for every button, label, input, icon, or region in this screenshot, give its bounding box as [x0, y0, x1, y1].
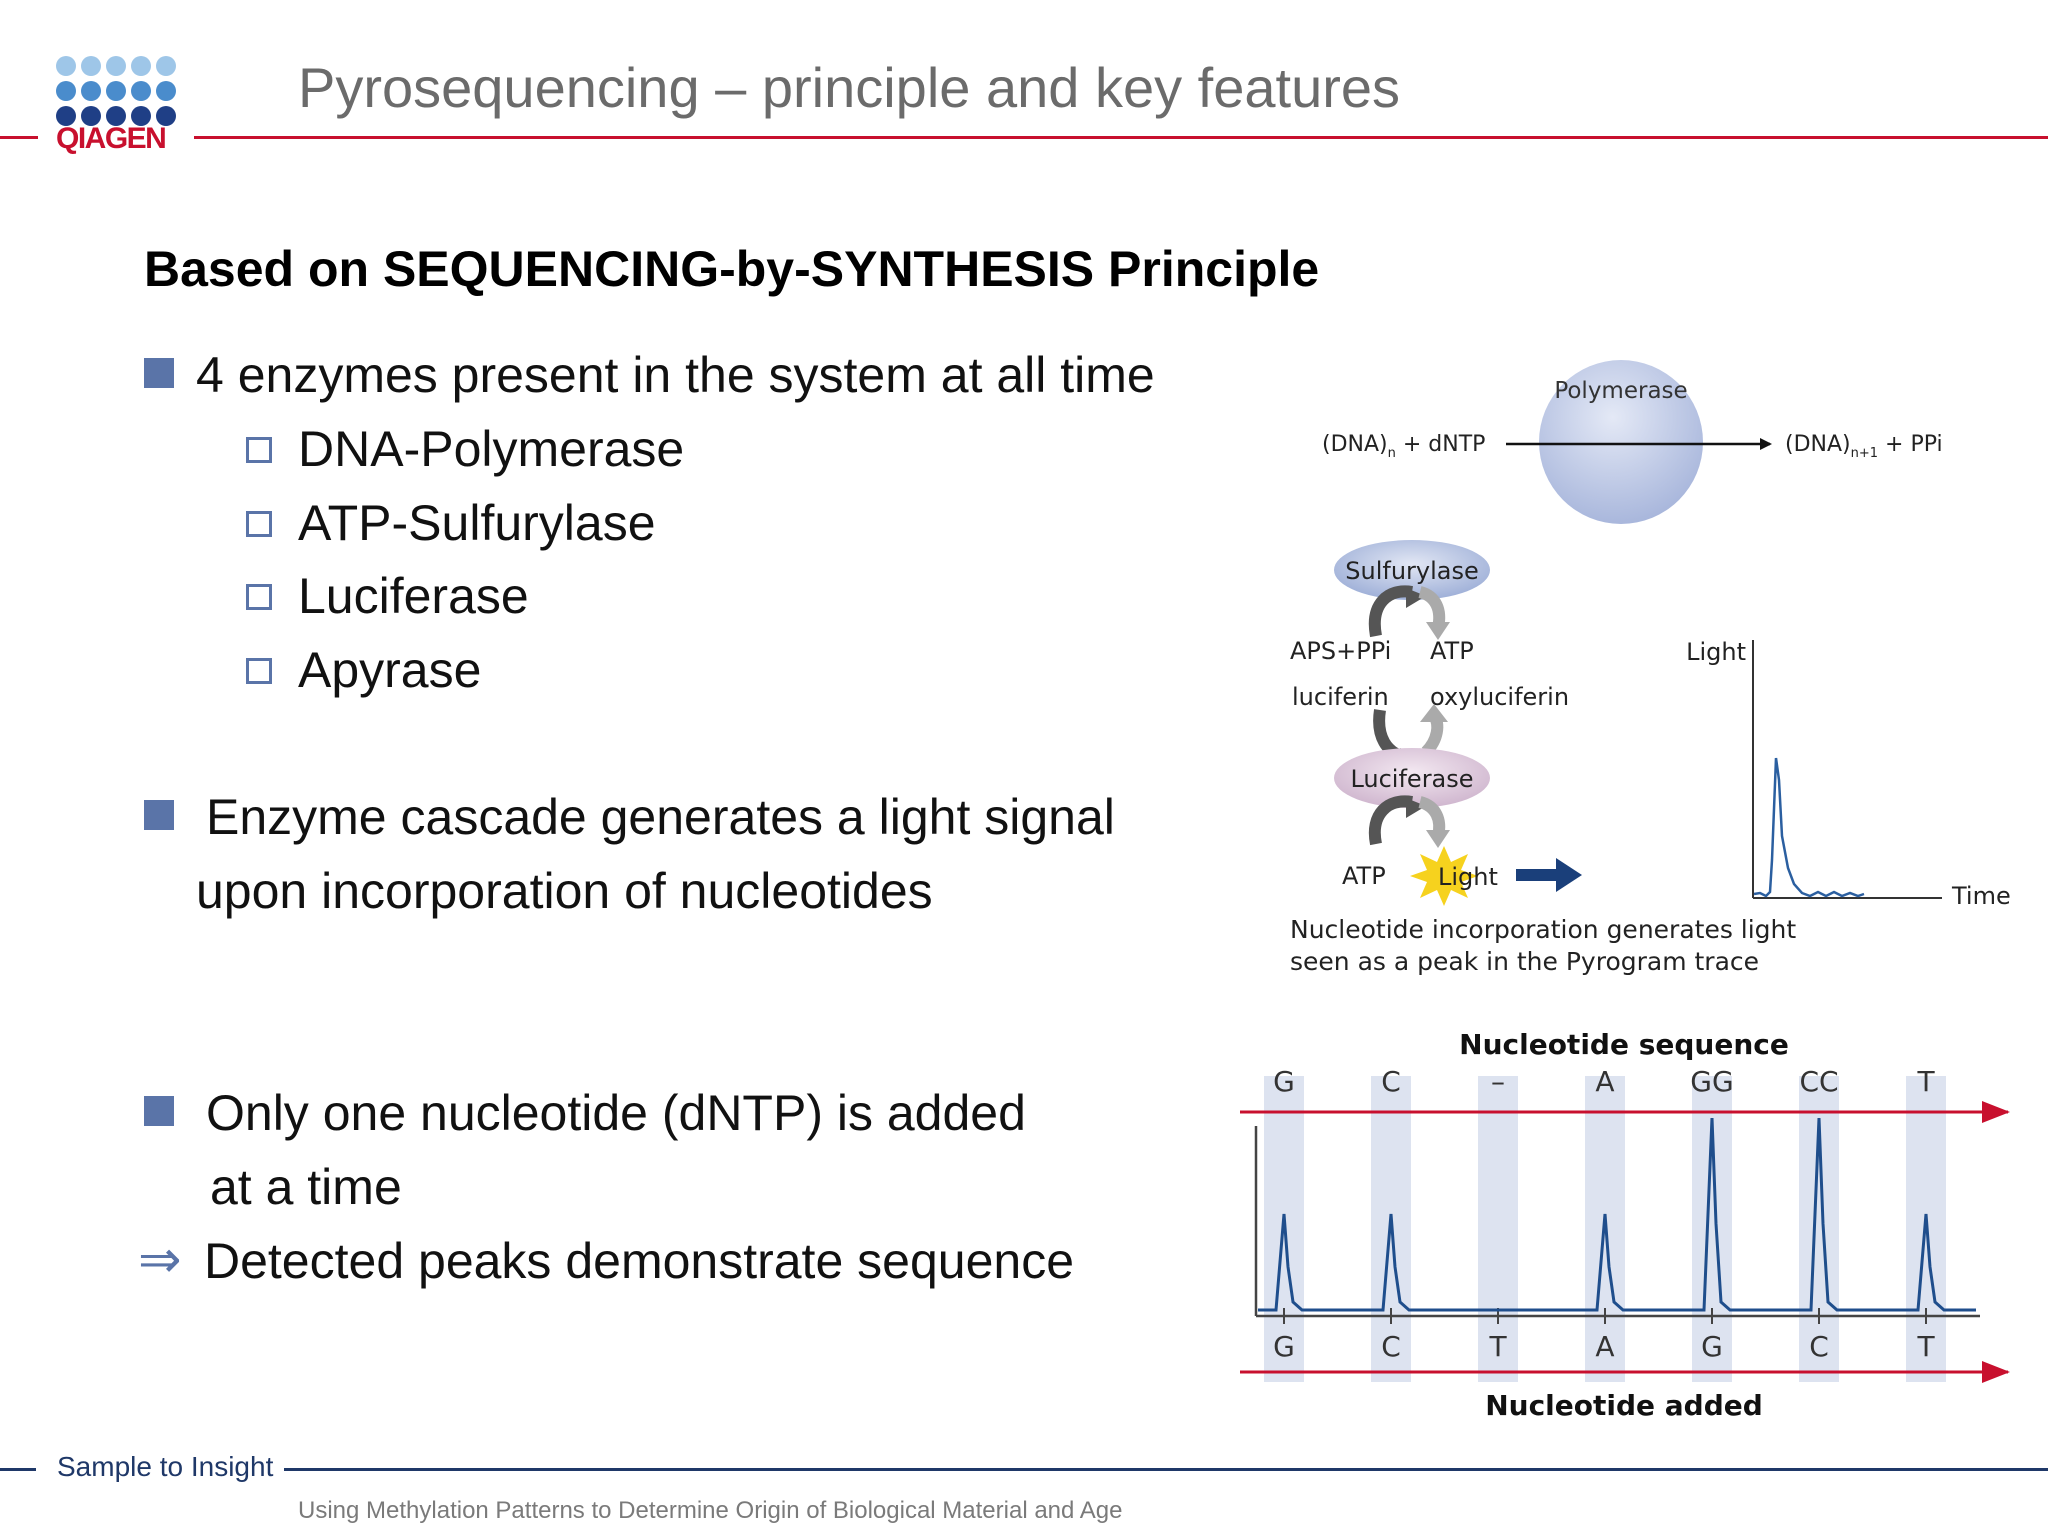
logo-dot — [81, 56, 101, 76]
footer-rule-left — [0, 1468, 36, 1471]
pyrogram-band — [1478, 1076, 1518, 1382]
bullet-cascade-line1: Enzyme cascade generates a light signal — [206, 789, 1115, 845]
enzyme-item: Apyrase — [298, 642, 482, 698]
light-burst-icon — [1410, 846, 1478, 906]
sub-bullet-marker — [246, 584, 272, 610]
curved-arrow-head — [1426, 622, 1450, 640]
logo-wordmark: QIAGEN — [56, 122, 167, 155]
oxyluciferin-label: oxyluciferin — [1430, 683, 1569, 711]
mini-plot-x-label: Time — [1951, 882, 2011, 910]
logo-dot — [131, 106, 151, 126]
cascade-caption-line1: Nucleotide incorporation generates light — [1290, 915, 1796, 944]
sub-bullet-marker — [246, 437, 272, 463]
footer-tagline: Sample to Insight — [57, 1451, 274, 1482]
sequence-label: CC — [1799, 1065, 1838, 1098]
output-arrow-icon — [1556, 858, 1582, 892]
sequence-label: C — [1381, 1065, 1401, 1098]
added-label: G — [1273, 1330, 1295, 1363]
bullet-cascade-line2: upon incorporation of nucleotides — [196, 863, 933, 919]
bullet-enzymes-heading: 4 enzymes present in the system at all t… — [196, 347, 1155, 403]
curved-arrow-head — [1406, 798, 1426, 818]
sequence-labels: G C – A GG CC T — [1273, 1065, 1935, 1098]
logo-dot — [131, 56, 151, 76]
sub-bullet-marker — [246, 658, 272, 684]
logo-dot — [156, 56, 176, 76]
light-burst-label: Light — [1438, 863, 1498, 891]
logo-dot — [106, 81, 126, 101]
pyrogram-trace — [1258, 1117, 1976, 1312]
pyrogram-bottom-title: Nucleotide added — [1485, 1389, 1763, 1422]
curved-arrow-dark — [1368, 795, 1413, 846]
enzyme-item: ATP-Sulfurylase — [298, 495, 656, 551]
logo-dot — [81, 106, 101, 126]
qiagen-logo: QIAGEN — [56, 56, 180, 155]
pyrogram-ticks — [1283, 1308, 1927, 1324]
footer-note: Using Methylation Patterns to Determine … — [298, 1497, 1123, 1524]
dna-n1-ppi-label: (DNA)n+1 + PPi — [1785, 432, 1943, 461]
bullet-one-nucleotide-line1: Only one nucleotide (dNTP) is added — [206, 1085, 1026, 1141]
atp-label: ATP — [1342, 862, 1386, 890]
pyrogram-chart: Nucleotide sequence G C – A GG CC T G C T A G C T Nu… — [1240, 1030, 2010, 1422]
added-label: T — [1488, 1330, 1507, 1363]
luciferase-label: Luciferase — [1350, 765, 1473, 793]
header-rule — [194, 136, 2048, 139]
slide-subtitle: Based on SEQUENCING-by-SYNTHESIS Princip… — [144, 241, 1320, 297]
sequence-label: GG — [1690, 1065, 1733, 1098]
logo-dot — [156, 81, 176, 101]
slide-title: Pyrosequencing – principle and key featu… — [298, 56, 1401, 119]
atp-label: ATP — [1430, 637, 1474, 665]
added-label: C — [1381, 1330, 1401, 1363]
curved-arrow-head — [1406, 588, 1426, 608]
added-label: C — [1809, 1330, 1829, 1363]
polymerase-sphere — [1539, 360, 1703, 524]
bullet-marker — [144, 800, 174, 830]
logo-dot — [56, 81, 76, 101]
dna-n-dntp-label: (DNA)n + dNTP — [1322, 432, 1485, 461]
implies-arrow-icon: ⇒ — [138, 1230, 182, 1290]
mini-plot-y-label: Light — [1686, 638, 1746, 666]
sub-bullet-marker — [246, 511, 272, 537]
aps-ppi-label: APS+PPi — [1290, 637, 1391, 665]
curved-arrow-head — [1420, 704, 1448, 722]
luciferase-ellipse — [1334, 748, 1490, 808]
sequence-label: G — [1273, 1065, 1295, 1098]
mini-plot-peak-trace — [1753, 757, 1865, 898]
polymerase-label: Polymerase — [1554, 378, 1687, 404]
bullet-one-nucleotide-line2: at a time — [210, 1159, 402, 1215]
logo-dot — [156, 106, 176, 126]
footer-rule — [284, 1468, 2048, 1471]
added-label: T — [1916, 1330, 1935, 1363]
bullet-marker — [144, 358, 174, 388]
logo-dot — [81, 81, 101, 101]
curved-arrow-dark — [1368, 585, 1413, 638]
logo-dot — [106, 106, 126, 126]
curved-arrow-head — [1426, 830, 1450, 848]
bullet-marker — [144, 1096, 174, 1126]
enzyme-item: DNA-Polymerase — [298, 421, 685, 477]
added-label: A — [1595, 1330, 1614, 1363]
logo-dot — [56, 56, 76, 76]
header-rule-left — [0, 136, 38, 139]
logo-dot — [131, 81, 151, 101]
logo-dot — [56, 106, 76, 126]
sequence-label: – — [1491, 1065, 1505, 1098]
sequence-label: T — [1916, 1065, 1935, 1098]
luciferin-label: luciferin — [1292, 683, 1389, 711]
sulfurylase-label: Sulfurylase — [1345, 557, 1479, 585]
pyrogram-top-title: Nucleotide sequence — [1459, 1030, 1789, 1061]
pyrogram-bands — [1264, 1076, 1946, 1382]
cascade-caption-line2: seen as a peak in the Pyrogram trace — [1290, 947, 1759, 976]
logo-dot-grid — [56, 56, 180, 126]
bullet-implication: Detected peaks demonstrate sequence — [204, 1233, 1074, 1289]
enzyme-cascade-diagram: Polymerase (DNA)n + dNTP (DNA)n+1 + PPi … — [1290, 360, 2011, 976]
logo-dot — [106, 56, 126, 76]
enzyme-item: Luciferase — [298, 568, 529, 624]
added-label: G — [1701, 1330, 1723, 1363]
sequence-label: A — [1595, 1065, 1614, 1098]
sulfurylase-ellipse — [1334, 540, 1490, 600]
